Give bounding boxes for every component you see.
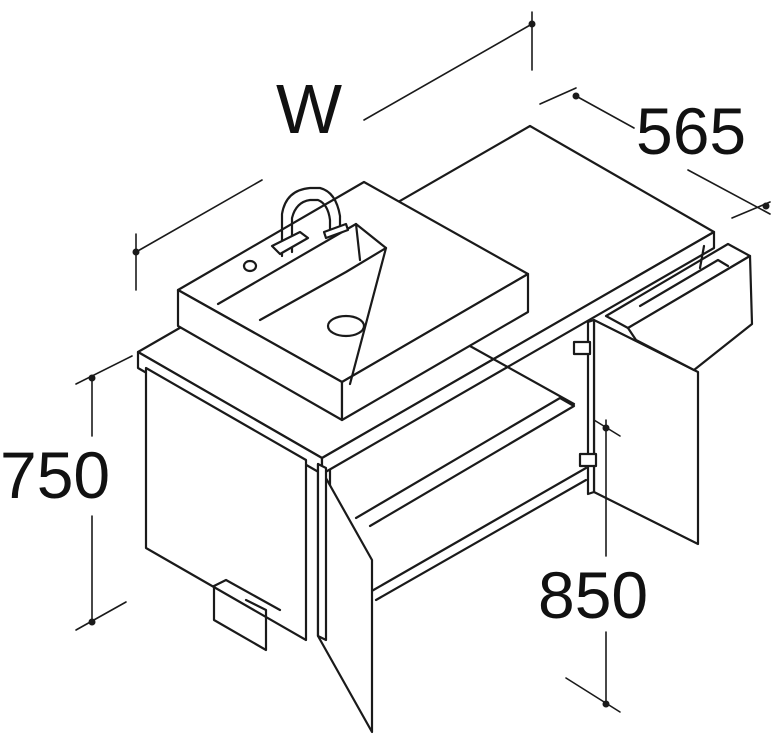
dimension-depth bbox=[539, 87, 771, 219]
dimension-height bbox=[75, 355, 133, 631]
basin bbox=[176, 180, 530, 422]
drawer bbox=[604, 242, 754, 372]
left-door bbox=[316, 462, 374, 734]
width-label: W bbox=[276, 70, 343, 148]
pop-up-knob-icon bbox=[242, 259, 258, 273]
left-cabinet bbox=[144, 366, 308, 652]
counter-height-label: 850 bbox=[538, 558, 649, 632]
hinge-icon bbox=[572, 340, 592, 356]
depth-label: 565 bbox=[636, 94, 747, 168]
faucet-icon bbox=[270, 186, 350, 258]
dimension-width bbox=[132, 11, 536, 291]
hinge-icon bbox=[578, 452, 598, 468]
drain-icon bbox=[326, 314, 366, 338]
dimension-counter-height bbox=[565, 419, 621, 713]
height-label: 750 bbox=[0, 438, 111, 512]
